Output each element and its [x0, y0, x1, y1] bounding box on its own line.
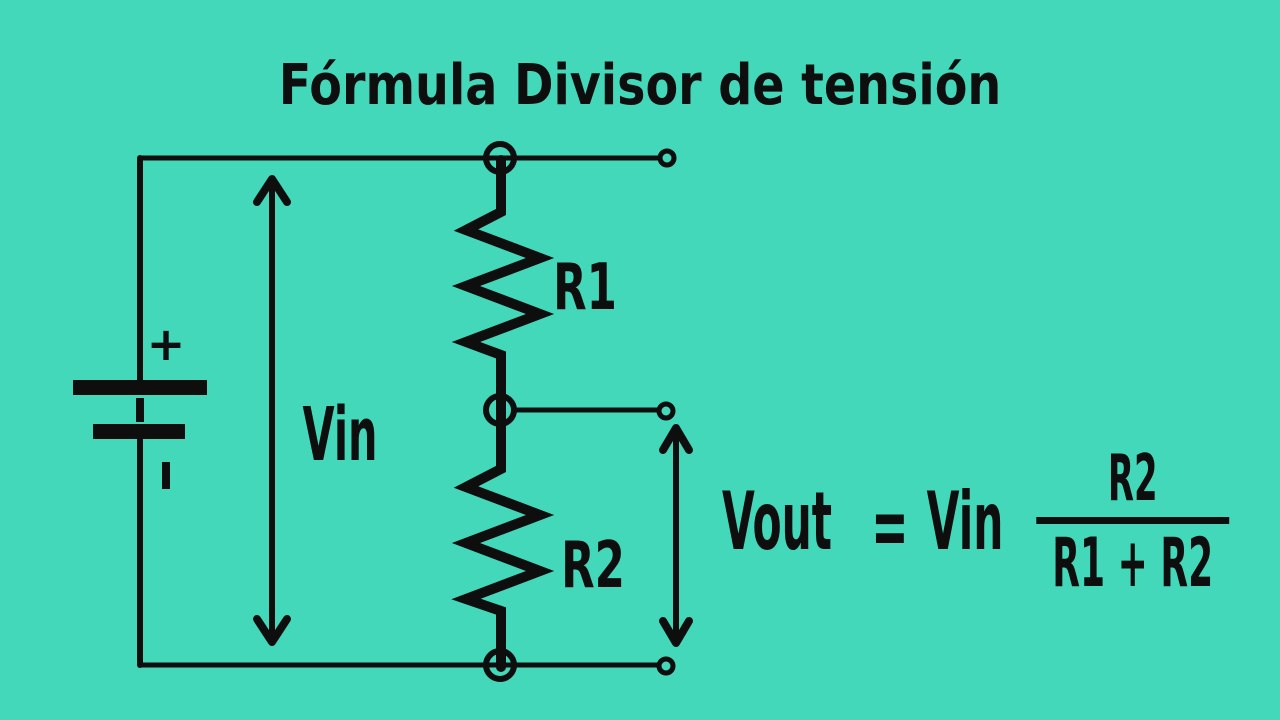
vout-arrow [659, 424, 693, 647]
formula-vin: Vin [926, 475, 1004, 568]
fraction-denominator: R1 + R2 [1052, 523, 1214, 603]
terminal-bottom [656, 656, 676, 676]
battery-icon: + [73, 317, 207, 489]
node-top [483, 141, 517, 175]
vin-arrow [253, 175, 291, 646]
formula-fraction: R2 R1 + R2 [1036, 441, 1230, 603]
voltage-divider-formula: Vout = Vin R2 R1 + R2 [722, 441, 1230, 603]
resistor-r1-zigzag [451, 155, 555, 415]
vin-arrowhead-up [253, 175, 291, 206]
battery-center-mark [136, 398, 144, 422]
fraction-numerator: R2 [1107, 441, 1158, 516]
resistor-r2-zigzag [451, 405, 555, 672]
page-title: Fórmula Divisor de tensión [278, 53, 1002, 118]
fraction-bar [1036, 516, 1230, 524]
battery-plus-sign: + [147, 317, 186, 371]
node-middle [483, 393, 517, 427]
vin-label: Vin [302, 392, 378, 478]
terminal-middle [656, 401, 676, 421]
vout-arrowhead-down [659, 617, 693, 647]
battery-negative-plate [93, 424, 185, 439]
terminal-top [657, 148, 677, 168]
vin-arrowhead-down [253, 615, 291, 646]
battery-positive-plate [73, 380, 207, 395]
formula-vout: Vout [722, 475, 833, 568]
battery-minus-sign [162, 462, 170, 489]
node-bottom [483, 648, 517, 682]
vout-arrowhead-up [659, 424, 693, 454]
r1-label: R1 [553, 251, 617, 325]
equals-sign: = [871, 477, 909, 575]
r2-label: R2 [561, 529, 625, 603]
